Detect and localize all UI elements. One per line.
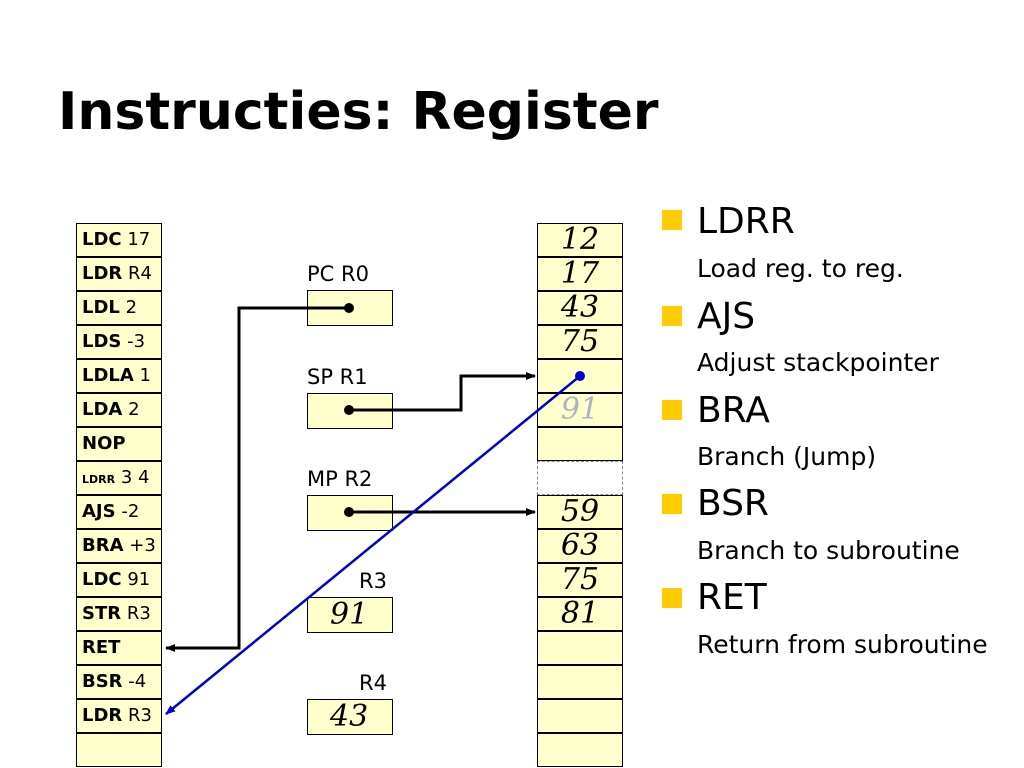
- stack-cell: [537, 427, 623, 461]
- program-cell: LDR R4: [76, 257, 162, 291]
- stack-cell: 12: [537, 223, 623, 257]
- register-label-mp: MP R2: [307, 467, 373, 491]
- bullet-heading: AJS: [697, 296, 756, 337]
- register-r4: 43: [307, 699, 393, 735]
- bullet-heading: BRA: [697, 390, 770, 431]
- stack-cell: [537, 699, 623, 733]
- program-cell: BRA +3: [76, 529, 162, 563]
- stack-cell: 17: [537, 257, 623, 291]
- bullet-description: Adjust stackpointer: [697, 348, 939, 377]
- program-cell: AJS -2: [76, 495, 162, 529]
- highlight-arrow: [165, 371, 585, 715]
- bullet-heading: LDRR: [697, 201, 795, 242]
- bullet-square-icon: [662, 210, 682, 230]
- stack-cell: 75: [537, 563, 623, 597]
- program-cell: [76, 733, 162, 767]
- register-label-r4: R4: [359, 671, 387, 695]
- bullet-description: Load reg. to reg.: [697, 254, 904, 283]
- bullet-heading: RET: [697, 577, 767, 618]
- program-cell: NOP: [76, 427, 162, 461]
- register-r3: 91: [307, 597, 393, 633]
- pc-pointer-arrow: [165, 303, 354, 652]
- program-cell: STR R3: [76, 597, 162, 631]
- stack-cell: [537, 631, 623, 665]
- stack-cell-empty: [537, 461, 623, 495]
- program-cell: LDRR 3 4: [76, 461, 162, 495]
- program-cell: LDC 91: [76, 563, 162, 597]
- stack-cell: [537, 665, 623, 699]
- program-cell: LDA 2: [76, 393, 162, 427]
- register-label-r3: R3: [359, 569, 387, 593]
- stack-cell: 75: [537, 325, 623, 359]
- program-cell: LDC 17: [76, 223, 162, 257]
- bullet-square-icon: [662, 400, 682, 420]
- bullet-description: Return from subroutine: [697, 630, 988, 659]
- mp-pointer-arrow: [344, 507, 536, 517]
- program-cell: RET: [76, 631, 162, 665]
- program-cell: LDL 2: [76, 291, 162, 325]
- stack-cell: 59: [537, 495, 623, 529]
- program-cell: LDR R3: [76, 699, 162, 733]
- stack-cell: 63: [537, 529, 623, 563]
- program-cell: LDLA 1: [76, 359, 162, 393]
- stack-cell: [537, 733, 623, 767]
- slide-title: Instructies: Register: [58, 82, 659, 142]
- bullet-square-icon: [662, 494, 682, 514]
- program-cell: LDS -3: [76, 325, 162, 359]
- program-cell: BSR -4: [76, 665, 162, 699]
- bullet-heading: BSR: [697, 483, 769, 524]
- bullet-square-icon: [662, 306, 682, 326]
- register-label-sp: SP R1: [307, 365, 368, 389]
- stack-cell: 81: [537, 597, 623, 631]
- stack-cell: 43: [537, 291, 623, 325]
- sp-pointer-arrow: [344, 372, 536, 415]
- register-label-pc: PC R0: [307, 262, 369, 286]
- bullet-description: Branch (Jump): [697, 442, 877, 471]
- bullet-description: Branch to subroutine: [697, 536, 960, 565]
- bullet-square-icon: [662, 588, 682, 608]
